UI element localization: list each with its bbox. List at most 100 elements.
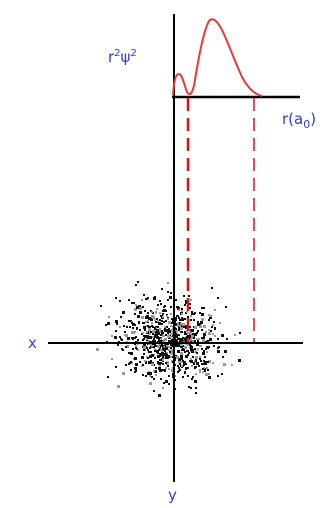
cloud-dot — [168, 340, 170, 342]
cloud-dot — [208, 373, 210, 375]
cloud-dot — [212, 324, 214, 326]
cloud-dot — [137, 349, 139, 351]
cloud-dot — [167, 332, 169, 334]
cloud-dot — [238, 359, 241, 362]
cloud-dot — [152, 336, 154, 338]
cloud-dot — [122, 311, 125, 314]
cloud-dot — [163, 309, 166, 312]
cloud-dot — [153, 298, 155, 300]
cloud-dot — [163, 382, 165, 384]
cloud-dot — [197, 330, 199, 332]
cloud-dot — [142, 332, 144, 334]
cloud-dot — [146, 331, 148, 333]
cloud-dot — [178, 317, 180, 319]
cloud-dot — [214, 327, 216, 329]
cloud-dot — [191, 311, 193, 313]
cloud-dot — [197, 340, 199, 342]
cloud-dot — [191, 329, 194, 332]
cloud-dot — [124, 331, 126, 333]
cloud-dot — [141, 316, 144, 319]
cloud-dot — [221, 334, 224, 337]
cloud-dot — [161, 320, 163, 322]
cloud-dot — [188, 332, 190, 334]
cloud-dot — [150, 344, 152, 346]
cloud-dot — [129, 362, 131, 364]
cloud-dot — [160, 344, 163, 347]
cloud-dot — [187, 316, 189, 318]
cloud-dot — [194, 380, 197, 383]
cloud-dot — [149, 333, 151, 335]
cloud-dot — [161, 353, 164, 356]
cloud-dot — [151, 354, 154, 357]
cloud-dot — [196, 362, 199, 365]
cloud-dot — [201, 363, 203, 365]
cloud-dot — [147, 336, 150, 339]
cloud-dot — [210, 330, 212, 332]
cloud-dot — [201, 318, 204, 321]
cloud-dot — [155, 321, 157, 323]
cloud-dot — [134, 308, 137, 311]
cloud-dot — [123, 325, 125, 327]
cloud-dot — [181, 338, 183, 340]
cloud-dot — [152, 316, 155, 319]
cloud-dot — [196, 343, 199, 346]
cloud-dot — [187, 335, 189, 337]
cloud-dot — [149, 326, 151, 328]
cloud-dot — [150, 351, 152, 353]
cloud-dot — [180, 323, 182, 325]
cloud-dot — [134, 337, 136, 339]
cloud-dot — [190, 333, 192, 335]
cloud-dot — [142, 374, 144, 376]
cloud-dot — [162, 332, 164, 334]
cloud-dot — [203, 307, 205, 309]
cloud-dot — [141, 356, 144, 359]
cloud-dot — [156, 350, 159, 353]
cloud-dot — [185, 337, 188, 340]
cloud-dot — [177, 322, 179, 324]
cloud-dot — [170, 356, 172, 358]
cloud-dot — [114, 336, 117, 339]
cloud-dot — [167, 299, 169, 301]
cloud-dot — [164, 369, 166, 371]
cloud-dot — [212, 333, 214, 335]
cloud-dot — [195, 334, 197, 336]
cloud-dot — [185, 368, 187, 370]
cloud-dot — [155, 333, 157, 335]
cloud-dot — [143, 294, 145, 296]
cloud-dot — [134, 367, 137, 370]
cloud-dot — [201, 313, 204, 316]
radius-axis-label: r(a0) — [282, 110, 316, 131]
cloud-dot — [211, 326, 213, 328]
cloud-dot — [145, 316, 148, 319]
cloud-dot — [154, 340, 156, 342]
cloud-dot — [199, 345, 201, 347]
cloud-dot — [194, 348, 196, 350]
cloud-dot — [151, 322, 153, 324]
cloud-dot — [147, 357, 149, 359]
cloud-dot — [191, 378, 193, 380]
cloud-dot — [219, 322, 221, 324]
cloud-dot — [130, 369, 132, 371]
cloud-dot — [203, 333, 206, 336]
cloud-dot — [100, 305, 102, 307]
cloud-dot — [165, 357, 167, 359]
cloud-dot — [178, 329, 180, 331]
cloud-dot — [145, 375, 147, 377]
cloud-dot — [165, 353, 167, 355]
cloud-dot — [144, 360, 146, 362]
cloud-dot — [119, 336, 121, 338]
cloud-dot — [213, 321, 215, 323]
cloud-dot — [170, 347, 172, 349]
cloud-dot — [190, 315, 192, 317]
cloud-dot — [187, 350, 189, 352]
cloud-dot — [152, 333, 154, 335]
cloud-dot — [164, 338, 167, 341]
cloud-dot — [200, 321, 203, 324]
cloud-dot — [132, 348, 134, 350]
cloud-dot — [164, 326, 166, 328]
cloud-dot — [152, 340, 154, 342]
cloud-dot — [143, 349, 145, 351]
cloud-dot — [206, 367, 208, 369]
cloud-dot — [190, 349, 192, 351]
cloud-dot — [208, 360, 211, 363]
